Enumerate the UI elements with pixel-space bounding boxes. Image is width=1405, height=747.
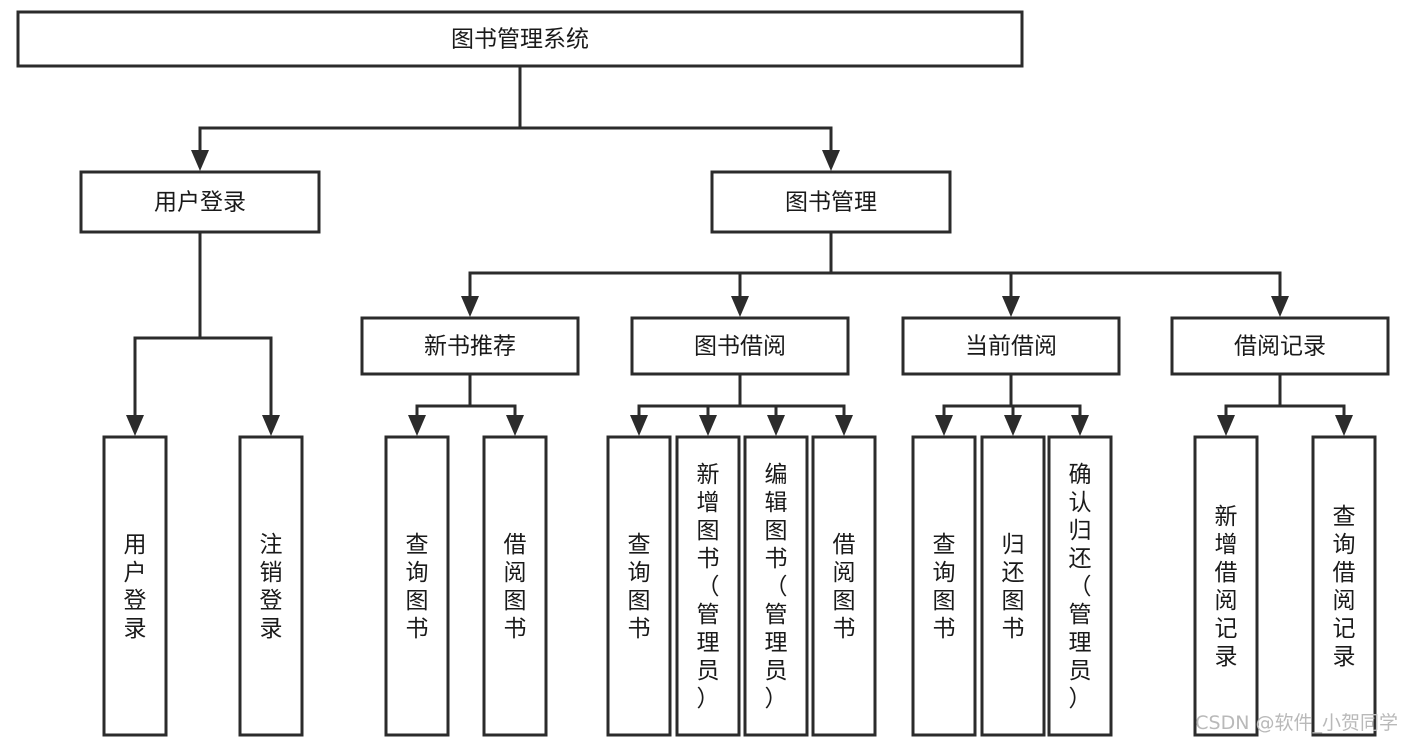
arrow-head-icon [506,415,524,436]
node-box-f-return[interactable] [980,435,1046,737]
node-box-f-login[interactable] [102,435,168,737]
node-box-f-add-book[interactable] [675,435,741,737]
connector-group-records [1217,372,1353,436]
node-f-query-record[interactable]: 查询借阅记录 [1311,435,1377,737]
node-box-f-add-record[interactable] [1193,435,1259,737]
node-box-f-edit-book[interactable] [743,435,809,737]
node-box-f-logout[interactable] [238,435,304,737]
node-layer: 图书管理系统用户登录图书管理新书推荐图书借阅当前借阅借阅记录用户登录注销登录查询… [16,10,1390,737]
node-box-f-borrow-book[interactable] [811,435,877,737]
node-label-f-login: 用户登录 [124,532,147,642]
node-f-return[interactable]: 归还图书 [980,435,1046,737]
node-box-login[interactable] [79,170,321,234]
arrow-head-icon [191,150,209,171]
arrow-head-icon [630,415,648,436]
node-box-current[interactable] [901,316,1121,376]
node-bookmgmt[interactable]: 图书管理 [710,170,952,234]
node-label-f-return: 归还图书 [1002,532,1025,642]
arrow-head-icon [1002,296,1020,317]
node-label-f-borrow-new: 借阅图书 [504,532,527,642]
node-newbooks[interactable]: 新书推荐 [360,316,580,376]
node-current[interactable]: 当前借阅 [901,316,1121,376]
arrow-head-icon [461,296,479,317]
connector-group-root [191,64,840,171]
node-label-f-confirm-return: 确认归还（管理员） [1069,462,1092,712]
arrow-head-icon [1004,415,1022,436]
node-label-f-add-book: 新增图书（管理员） [697,462,720,712]
connector-group-login [126,230,280,436]
node-f-query-b[interactable]: 查询图书 [606,435,672,737]
node-label-bookmgmt: 图书管理 [785,190,877,216]
arrow-head-icon [408,415,426,436]
arrow-head-icon [767,415,785,436]
arrow-head-icon [1071,415,1089,436]
arrow-head-icon [822,150,840,171]
arrow-head-icon [1335,415,1353,436]
node-records[interactable]: 借阅记录 [1170,316,1390,376]
node-label-f-query-new: 查询图书 [406,532,429,642]
node-label-f-edit-book: 编辑图书（管理员） [765,462,788,712]
node-f-edit-book[interactable]: 编辑图书（管理员） [743,435,809,737]
node-label-f-query-record: 查询借阅记录 [1333,504,1356,670]
node-box-newbooks[interactable] [360,316,580,376]
node-label-f-query-c: 查询图书 [933,532,956,642]
connector-group-borrow [630,372,853,436]
arrow-head-icon [835,415,853,436]
node-box-f-query-record[interactable] [1311,435,1377,737]
arrow-head-icon [935,415,953,436]
node-borrow[interactable]: 图书借阅 [630,316,850,376]
csdn-watermark: CSDN @软件_小贺同学 [1195,712,1398,734]
node-f-logout[interactable]: 注销登录 [238,435,304,737]
arrow-head-icon [126,415,144,436]
node-f-add-record[interactable]: 新增借阅记录 [1193,435,1259,737]
node-root[interactable]: 图书管理系统 [16,10,1024,68]
node-box-records[interactable] [1170,316,1390,376]
node-label-borrow: 图书借阅 [694,334,786,360]
node-label-f-borrow-book: 借阅图书 [833,532,856,642]
node-f-borrow-new[interactable]: 借阅图书 [482,435,548,737]
node-box-root[interactable] [16,10,1024,68]
node-box-f-query-b[interactable] [606,435,672,737]
arrow-head-icon [699,415,717,436]
connector-group-newbooks [408,372,524,436]
node-f-query-c[interactable]: 查询图书 [911,435,977,737]
node-label-f-logout: 注销登录 [260,532,283,642]
node-login[interactable]: 用户登录 [79,170,321,234]
node-label-login: 用户登录 [154,190,246,216]
node-box-f-confirm-return[interactable] [1047,435,1113,737]
node-box-f-query-c[interactable] [911,435,977,737]
arrow-head-icon [1217,415,1235,436]
node-f-confirm-return[interactable]: 确认归还（管理员） [1047,435,1113,737]
node-label-f-add-record: 新增借阅记录 [1215,504,1238,670]
node-f-query-new[interactable]: 查询图书 [384,435,450,737]
node-label-records: 借阅记录 [1234,334,1326,360]
node-f-borrow-book[interactable]: 借阅图书 [811,435,877,737]
arrow-head-icon [1271,296,1289,317]
arrow-head-icon [262,415,280,436]
node-box-borrow[interactable] [630,316,850,376]
node-box-f-borrow-new[interactable] [482,435,548,737]
node-label-root: 图书管理系统 [451,27,589,53]
connector-group-bookmgmt [461,230,1289,317]
node-label-newbooks: 新书推荐 [424,334,516,360]
connector-layer [126,64,1353,436]
node-f-login[interactable]: 用户登录 [102,435,168,737]
arrow-head-icon [731,296,749,317]
connector-group-current [935,372,1089,436]
node-f-add-book[interactable]: 新增图书（管理员） [675,435,741,737]
node-box-f-query-new[interactable] [384,435,450,737]
node-box-bookmgmt[interactable] [710,170,952,234]
node-label-current: 当前借阅 [965,334,1057,360]
node-label-f-query-b: 查询图书 [628,532,651,642]
